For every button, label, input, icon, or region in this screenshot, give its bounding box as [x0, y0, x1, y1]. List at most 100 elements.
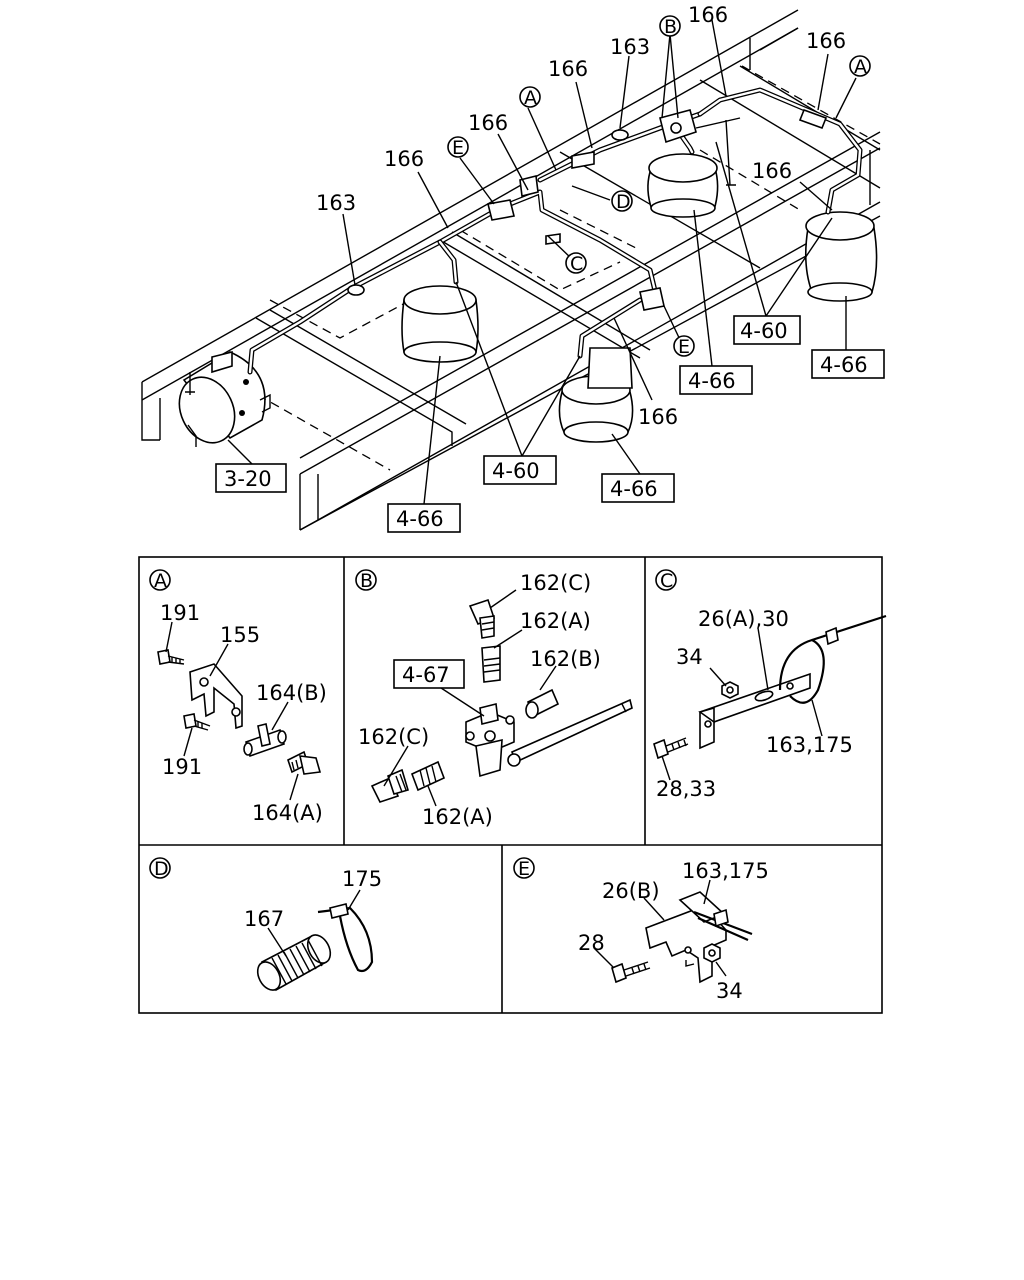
- svg-text:4-66: 4-66: [396, 507, 444, 531]
- lever-rod: [507, 698, 633, 767]
- bracket: [645, 891, 727, 984]
- svg-text:4-66: 4-66: [688, 369, 736, 393]
- label-163-175: 163,175: [682, 859, 769, 883]
- detail-panel-a: A: [149, 569, 327, 825]
- far-frame-rail: [141, 9, 799, 441]
- panel-b-callout: B: [360, 570, 373, 592]
- ref-box-4-60: 4-60: [483, 455, 557, 485]
- label-26b: 26(B): [602, 879, 660, 903]
- label-163: 163: [316, 191, 356, 215]
- svg-text:A: A: [524, 87, 537, 109]
- elbow-fitting: [468, 598, 496, 639]
- chassis-assembly-view: 163 166 166 166 163 166 166 166 166 B A …: [141, 3, 885, 533]
- bracket: [698, 672, 811, 750]
- label-166: 166: [638, 405, 678, 429]
- label-166: 166: [384, 147, 424, 171]
- svg-text:4-66: 4-66: [610, 477, 658, 501]
- label-34: 34: [676, 645, 703, 669]
- svg-text:A: A: [854, 56, 867, 78]
- label-162b: 162(B): [530, 647, 601, 671]
- air-spring-front-left: [647, 153, 719, 218]
- callout-d: D: [611, 190, 633, 213]
- detail-panel-b: B: [355, 569, 633, 829]
- leveling-valve: [659, 109, 741, 186]
- nut: [703, 943, 721, 963]
- svg-text:3-20: 3-20: [224, 467, 272, 491]
- ref-box-3-20: 3-20: [215, 463, 287, 493]
- label-162a: 162(A): [520, 609, 591, 633]
- label-166: 166: [688, 3, 728, 27]
- hidden-lines: [257, 65, 881, 471]
- panel-a-callout: A: [154, 570, 167, 592]
- label-175: 175: [342, 867, 382, 891]
- label-162c: 162(C): [358, 725, 429, 749]
- svg-text:4-66: 4-66: [820, 353, 868, 377]
- clip-band: [778, 614, 887, 704]
- detail-panel-e: E 26(B) 163,175 28: [513, 857, 769, 1003]
- label-34: 34: [716, 979, 743, 1003]
- callout-c: C: [565, 252, 587, 275]
- leader-lines: [227, 19, 857, 505]
- label-163: 163: [610, 35, 650, 59]
- clip-band: [317, 903, 374, 973]
- air-spring-rear-left: [401, 285, 479, 363]
- elbow-fitting: [370, 768, 409, 803]
- callout-a: A: [519, 86, 541, 109]
- panel-c-callout: C: [660, 570, 673, 592]
- label-162a: 162(A): [422, 805, 493, 829]
- valve-body: [465, 703, 515, 778]
- adapter-fitting: [481, 645, 501, 683]
- label-164a: 164(A): [252, 801, 323, 825]
- svg-text:D: D: [616, 191, 631, 213]
- air-spring-front-right: [804, 211, 878, 302]
- bolt: [157, 649, 185, 665]
- label-155: 155: [220, 623, 260, 647]
- clip-band: [693, 908, 753, 942]
- adapter-fitting: [410, 760, 446, 792]
- grommet: [256, 934, 332, 992]
- label-191: 191: [162, 755, 202, 779]
- svg-text:E: E: [452, 137, 464, 159]
- label-28-33: 28,33: [656, 777, 716, 801]
- air-spring-rear-right: [558, 347, 634, 443]
- callout-a: A: [849, 55, 871, 78]
- pipe-clamps: [347, 108, 828, 311]
- ref-box-4-66: 4-66: [679, 365, 753, 395]
- svg-text:B: B: [664, 16, 677, 38]
- svg-text:C: C: [570, 253, 583, 275]
- label-166: 166: [548, 57, 588, 81]
- label-164b: 164(B): [256, 681, 327, 705]
- panel-e-callout: E: [518, 858, 530, 880]
- label-191: 191: [160, 601, 200, 625]
- ref-box-4-60: 4-60: [733, 315, 801, 345]
- detail-panels: [138, 556, 883, 1014]
- air-tank: [178, 350, 271, 447]
- label-167: 167: [244, 907, 284, 931]
- ref-box-4-66: 4-66: [601, 473, 675, 503]
- svg-text:4-67: 4-67: [402, 663, 450, 687]
- label-28: 28: [578, 931, 605, 955]
- detail-panel-c: C 26(A),30 34: [653, 569, 887, 801]
- label-26a-30: 26(A),30: [698, 607, 789, 631]
- callout-b: B: [659, 15, 681, 38]
- ref-box-4-66: 4-66: [387, 503, 461, 533]
- callout-e: E: [673, 335, 695, 358]
- plug-fitting: [525, 688, 560, 719]
- label-166: 166: [468, 111, 508, 135]
- label-166: 166: [752, 159, 792, 183]
- elbow-fitting: [287, 750, 322, 775]
- label-166: 166: [806, 29, 846, 53]
- panel-d-callout: D: [154, 858, 169, 880]
- detail-panel-d: D 167 175: [149, 857, 382, 992]
- bolt: [653, 737, 689, 760]
- svg-text:E: E: [678, 336, 690, 358]
- svg-text:4-60: 4-60: [492, 459, 540, 483]
- svg-text:4-60: 4-60: [740, 319, 788, 343]
- callout-e: E: [447, 136, 469, 159]
- tee-fitting: [243, 723, 287, 758]
- bracket: [189, 663, 243, 730]
- label-163-175: 163,175: [766, 733, 853, 757]
- ref-box-4-66: 4-66: [811, 349, 885, 379]
- ref-box-4-67: 4-67: [393, 659, 465, 689]
